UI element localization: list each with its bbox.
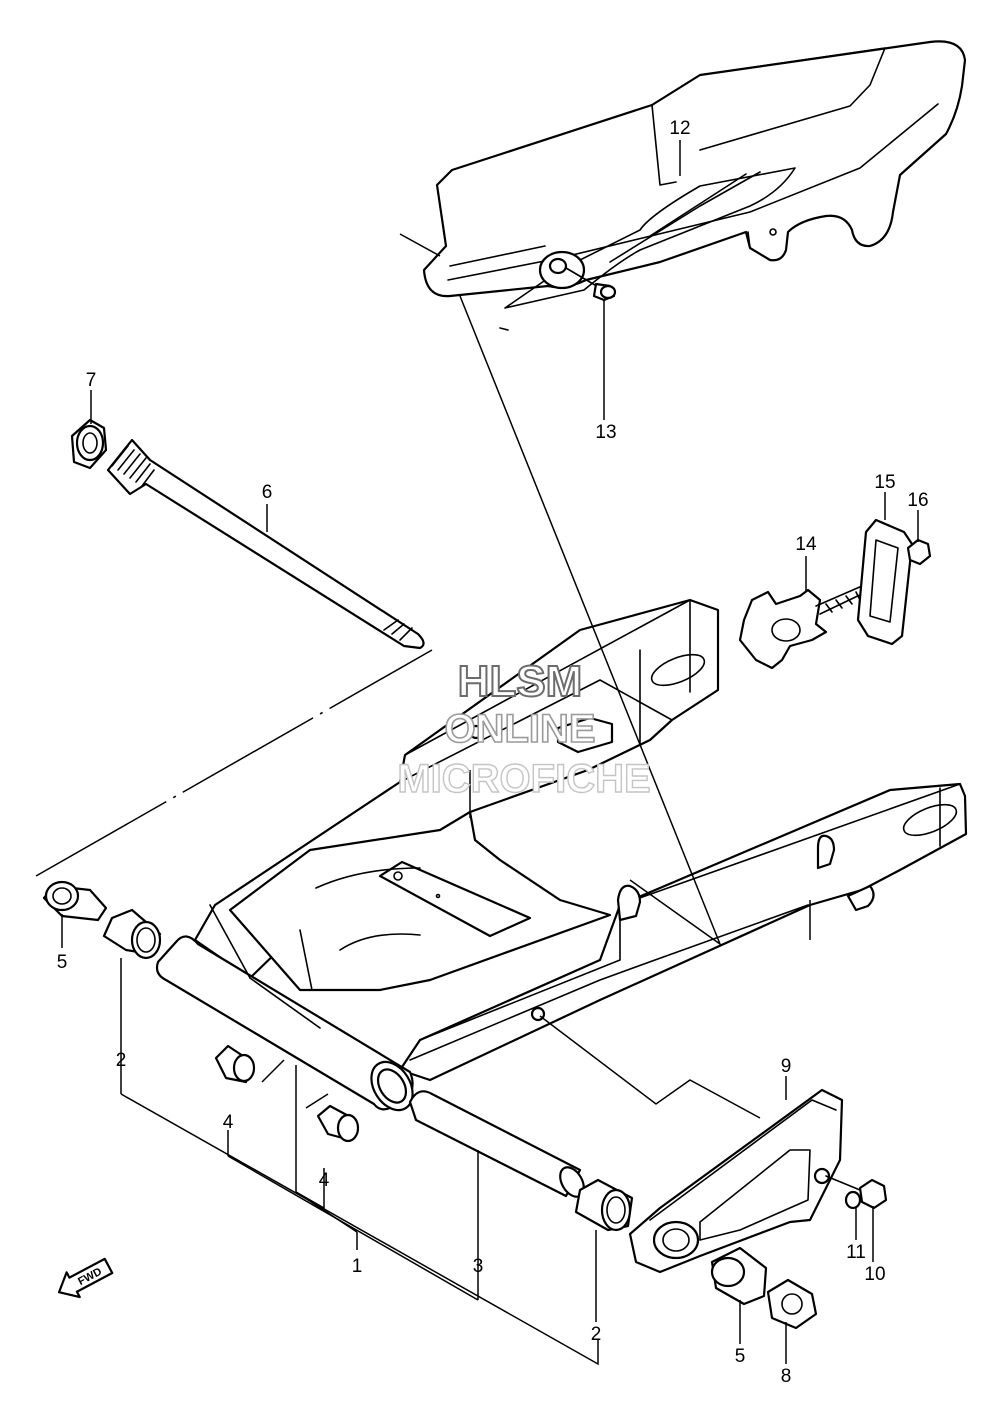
chain-case[interactable] [422, 40, 967, 331]
callout-5-left[interactable]: 5 [57, 952, 68, 973]
callout-8[interactable]: 8 [781, 1366, 792, 1387]
spacer-tube[interactable] [408, 1090, 589, 1201]
bushing-5-left[interactable] [42, 880, 108, 922]
callout-4-lower[interactable]: 4 [319, 1170, 330, 1191]
bearing-4-lower[interactable] [316, 1104, 360, 1143]
callout-2-right[interactable]: 2 [591, 1324, 602, 1345]
callout-9[interactable]: 9 [781, 1056, 792, 1077]
bearing-4-upper[interactable] [214, 1044, 256, 1084]
callout-7[interactable]: 7 [86, 370, 97, 391]
callout-12[interactable]: 12 [669, 118, 690, 139]
callout-16[interactable]: 16 [907, 490, 928, 511]
pivot-shaft[interactable] [106, 438, 425, 650]
watermark-line-3: MICROFICHE [397, 757, 650, 801]
callout-4-upper[interactable]: 4 [223, 1112, 234, 1133]
bearing-2-right[interactable] [574, 1178, 634, 1232]
screw-13[interactable] [565, 267, 617, 302]
watermark: HLSM ONLINE MICROFICHE [397, 656, 652, 802]
callout-3[interactable]: 3 [473, 1256, 484, 1277]
pivot-nut[interactable] [70, 418, 108, 470]
callout-11[interactable]: 11 [846, 1242, 866, 1263]
bushing-5-right[interactable] [710, 1246, 768, 1306]
bearing-2-left[interactable] [102, 908, 162, 960]
chain-adjuster-14[interactable] [738, 585, 867, 670]
bolt-10[interactable] [825, 1175, 888, 1210]
chain-adjuster-plate[interactable] [628, 1088, 844, 1274]
callout-2-left[interactable]: 2 [116, 1050, 127, 1071]
callout-13[interactable]: 13 [595, 422, 616, 443]
watermark-line-1: HLSM [458, 657, 583, 706]
callout-5-right[interactable]: 5 [735, 1346, 746, 1367]
swingarm[interactable] [155, 598, 968, 1118]
nut-8[interactable] [766, 1278, 818, 1330]
washer-11[interactable] [844, 1190, 862, 1210]
callout-6[interactable]: 6 [262, 482, 273, 503]
callout-1[interactable]: 1 [352, 1256, 363, 1277]
callout-labels: 12 13 7 6 14 15 16 5 2 4 4 1 3 9 11 10 2… [57, 118, 929, 1387]
stopper-15[interactable] [856, 518, 914, 646]
callout-14[interactable]: 14 [795, 534, 817, 555]
fwd-arrow-icon: FWD [57, 1257, 114, 1299]
watermark-line-2: ONLINE [444, 707, 595, 751]
callout-15[interactable]: 15 [874, 472, 895, 493]
leader-lines [35, 140, 919, 1366]
callout-10[interactable]: 10 [864, 1264, 885, 1285]
